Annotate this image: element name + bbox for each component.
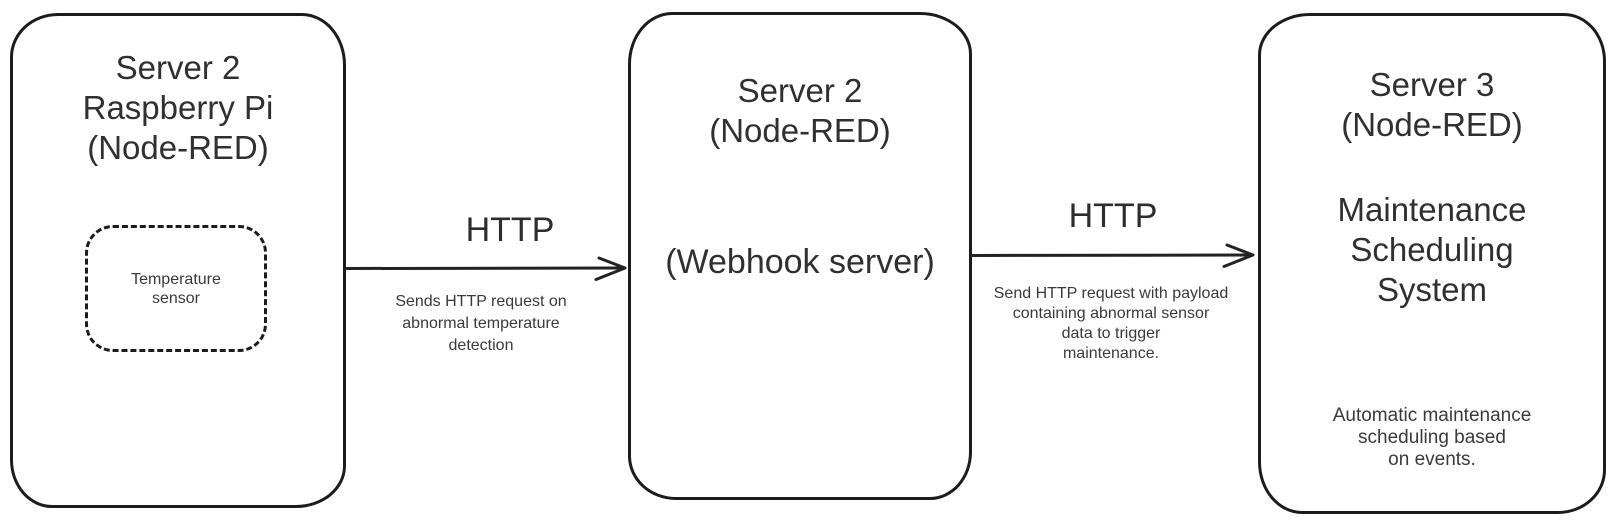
node-temperature-sensor: Temperature sensor — [85, 225, 267, 352]
edge-arrow-1-line — [345, 266, 623, 270]
node-server2-webhook-subtitle: (Webhook server) — [665, 243, 935, 281]
edge-description-line: detection — [448, 337, 514, 354]
node-note-line: scheduling based — [1358, 427, 1506, 448]
node-subtitle-line: Maintenance — [1337, 191, 1527, 228]
edge-description-line: abnormal temperature — [402, 315, 560, 332]
node-server2-webhook-title: Server 2 (Node-RED) — [631, 15, 969, 151]
edge-description-line: containing abnormal sensor — [1012, 305, 1210, 322]
node-server2-raspberry-pi-title: Server 2 Raspberry Pi (Node-RED) — [13, 16, 343, 168]
node-title-line: Server 3 — [1369, 66, 1495, 103]
edge-description-line: data to trigger — [1061, 325, 1161, 342]
node-server2-webhook: Server 2 (Node-RED) (Webhook server) — [628, 12, 972, 500]
node-title-line: (Node-RED) — [709, 112, 891, 149]
edge-arrow-2 — [971, 243, 1255, 268]
edge-arrow-1-head — [594, 256, 627, 281]
edge-2-description: Send HTTP request with payload containin… — [961, 284, 1261, 364]
node-server3-maintenance-subtitle: Maintenance Scheduling System — [1261, 190, 1603, 310]
sensor-label-line: Temperature — [131, 270, 221, 288]
node-server3-maintenance: Server 3 (Node-RED) Maintenance Scheduli… — [1258, 13, 1606, 514]
node-note-line: on events. — [1388, 449, 1476, 470]
node-title-line: (Node-RED) — [87, 129, 269, 166]
node-subtitle-line: System — [1376, 271, 1488, 308]
edge-1-label: HTTP — [465, 211, 555, 249]
edge-arrow-2-head — [1222, 243, 1255, 268]
edge-description-line: Send HTTP request with payload — [993, 285, 1229, 302]
sensor-label-line: sensor — [151, 289, 201, 307]
node-subtitle-line: Scheduling — [1350, 231, 1514, 268]
node-server3-maintenance-note: Automatic maintenance scheduling based o… — [1261, 405, 1603, 471]
edge-2-label: HTTP — [1068, 197, 1158, 235]
node-note-line: Automatic maintenance — [1332, 405, 1532, 426]
edge-1-description: Sends HTTP request on abnormal temperatu… — [331, 291, 631, 357]
edge-arrow-2-line — [971, 253, 1251, 257]
edge-description-line: maintenance. — [1062, 345, 1160, 362]
node-server3-maintenance-title: Server 3 (Node-RED) — [1261, 16, 1603, 145]
node-title-line: Server 2 — [737, 72, 863, 109]
edge-description-line: Sends HTTP request on — [395, 293, 567, 310]
node-title-line: Raspberry Pi — [82, 89, 274, 126]
node-title-line: Server 2 — [115, 49, 241, 86]
node-server2-raspberry-pi: Server 2 Raspberry Pi (Node-RED) Tempera… — [10, 13, 346, 508]
node-title-line: (Node-RED) — [1341, 106, 1523, 143]
edge-arrow-1 — [345, 256, 627, 281]
